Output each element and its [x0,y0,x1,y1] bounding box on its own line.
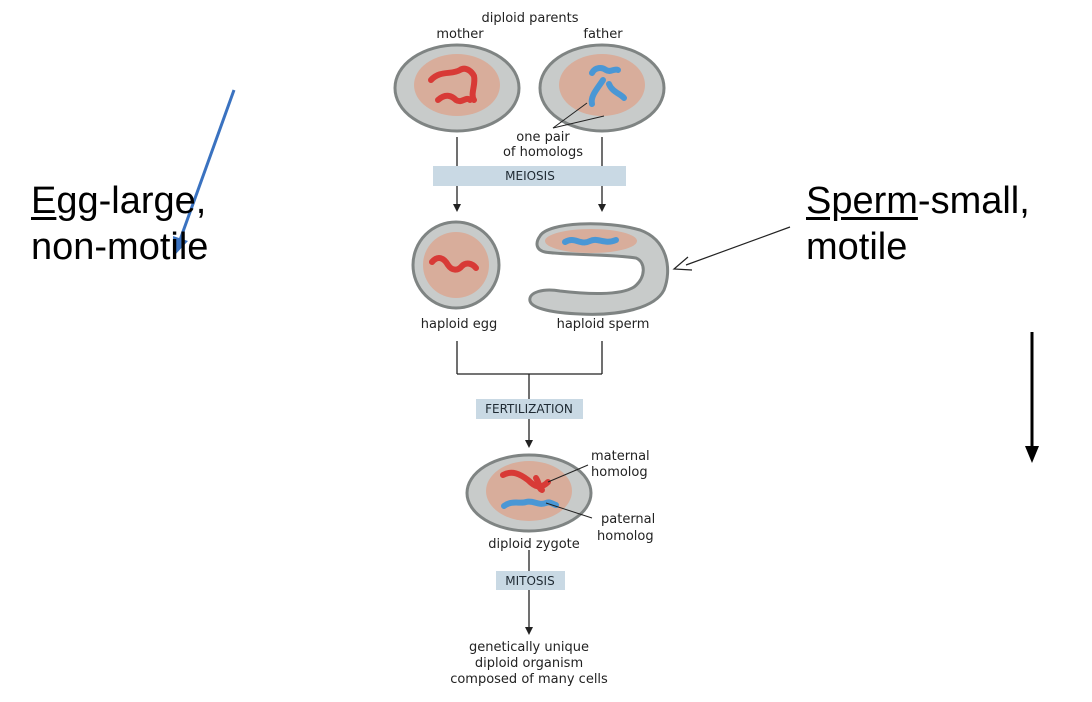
homolog-pointer [552,102,588,129]
father-cell [538,43,666,133]
maternal-homolog-line2: homolog [591,465,648,480]
egg-annotation: Egg-large, non-motile [31,178,208,270]
mitosis-box [496,571,565,590]
organism-label-line2: diploid organism [475,656,583,671]
sperm-annotation-line2: motile [806,226,908,268]
arrowhead [453,204,461,212]
egg-annotation-arrow [173,89,236,256]
maternal-chromosome [428,65,478,103]
mother-label: mother [436,27,484,42]
haploid-egg-label: haploid egg [421,317,498,332]
sperm-annotation-rest: -small, [917,180,1030,222]
paternal-chromosome [589,65,621,76]
maternal-homolog-line1: maternal [591,449,650,464]
maternal-pointer [547,464,589,483]
maternal-chromosome [435,92,473,105]
paternal-homolog-line1: paternal [601,512,655,527]
sperm-annotation-arrow [672,226,791,271]
down-arrow [1025,332,1039,463]
sperm-annotation-word: Sperm [806,180,918,222]
fertilization-label: FERTILIZATION [485,402,573,416]
sperm-chromosome [562,236,619,246]
haploid-sperm-label: haploid sperm [557,317,650,332]
egg-annotation-initial: E [31,180,57,222]
mitosis-label: MITOSIS [505,574,554,588]
mother-cell [393,43,521,133]
diploid-parents-label: diploid parents [481,11,578,26]
arrowhead [525,440,533,448]
paternal-pointer [545,502,593,519]
paternal-chromosome [588,77,627,107]
sperm-cell [528,222,670,316]
arrowhead [525,627,533,635]
meiosis-box [433,166,626,186]
homologs-label-line1: one pair [516,130,570,145]
sperm-annotation: Sperm-small, motile [806,178,1030,270]
zygote-paternal-chromosome [501,498,559,509]
zygote-cell [465,453,593,533]
meiosis-label: MEIOSIS [505,169,555,183]
diploid-zygote-label: diploid zygote [488,537,580,552]
father-label: father [583,27,623,42]
homologs-label-line2: of homologs [503,145,583,160]
arrowhead [598,204,606,212]
homolog-pointer [552,115,605,129]
fertilization-box [476,399,583,419]
egg-cell [411,220,501,310]
paternal-homolog-line2: homolog [597,529,654,544]
organism-label-line3: composed of many cells [450,672,608,687]
egg-chromosome [429,255,479,273]
zygote-maternal-chromosome [533,475,545,493]
organism-label-line1: genetically unique [469,640,589,655]
egg-annotation-rest: gg-large, [56,180,207,222]
egg-annotation-line2: non-motile [31,226,209,268]
